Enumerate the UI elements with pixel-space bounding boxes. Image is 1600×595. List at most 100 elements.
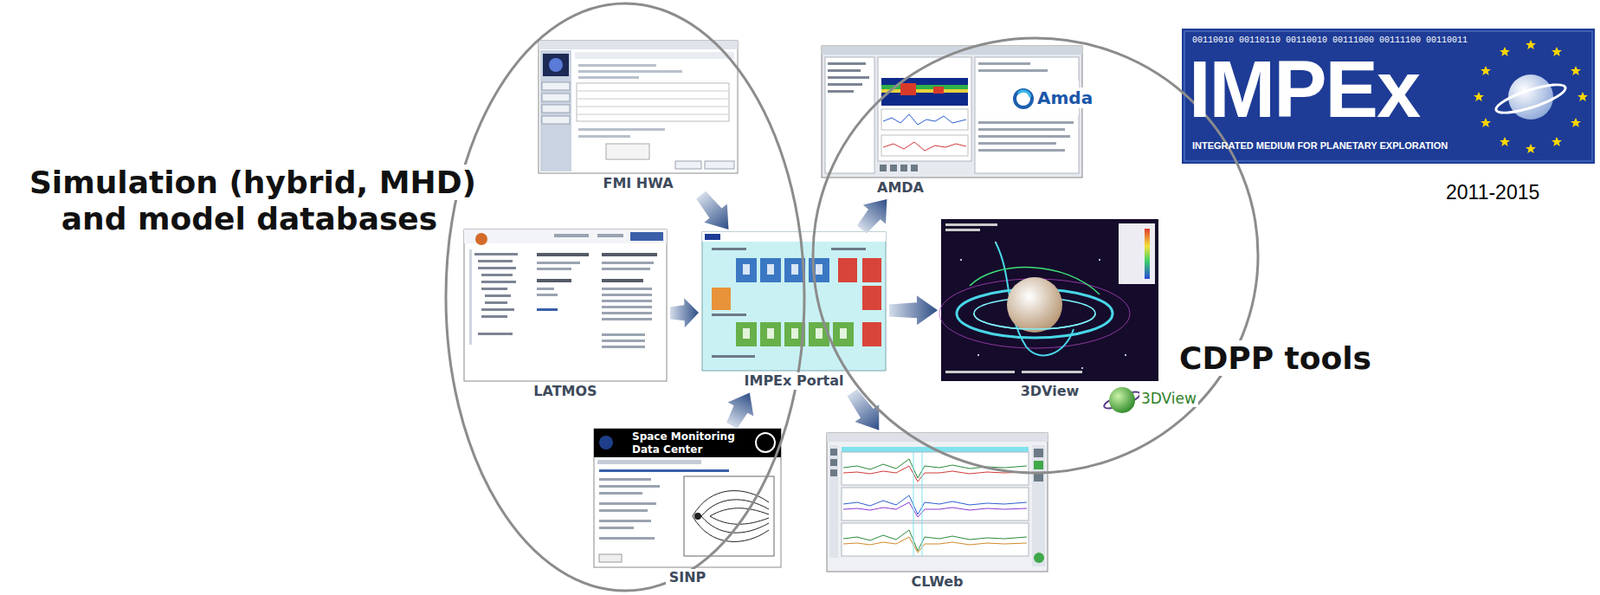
- portal-screenshot: [862, 285, 882, 310]
- fmi-hwa-screenshot: [540, 50, 572, 172]
- sinp-screenshot: [599, 491, 643, 495]
- latmos-screenshot: [601, 339, 646, 342]
- latmos-screenshot: [554, 233, 589, 238]
- portal-node: IMPEx Portal: [702, 232, 886, 390]
- amda-screenshot: [974, 57, 1079, 174]
- screenshot-caption: SINP: [665, 568, 710, 587]
- sinp-screenshot: [709, 508, 769, 517]
- portal-screenshot: [711, 247, 747, 251]
- clweb-screenshot: [830, 469, 838, 477]
- flow-arrow: [857, 199, 887, 233]
- amda-screenshot: [978, 141, 1057, 145]
- group-outline: [444, 1, 807, 593]
- sinp-screenshot: [597, 459, 702, 465]
- impex-logo-art: [1525, 39, 1536, 50]
- amda-screenshot: [933, 86, 944, 94]
- latmos-screenshot: [477, 266, 517, 270]
- 3dview-logo-art: [1109, 387, 1136, 413]
- amda-screenshot: [827, 90, 854, 93]
- portal-screenshot: [791, 264, 799, 275]
- latmos-screenshot: [601, 252, 658, 257]
- latmos-screenshot: [601, 261, 654, 265]
- fmi-hwa-screenshot: [576, 83, 730, 122]
- fmi-hwa-screenshot: [541, 93, 570, 102]
- 3dview-screenshot: [945, 370, 1015, 374]
- amda-screenshot: [900, 164, 908, 172]
- flow-arrow: [889, 295, 938, 325]
- latmos-screenshot: [477, 332, 513, 336]
- latmos-screenshot: [536, 252, 589, 257]
- clweb-screenshot: [913, 451, 915, 556]
- latmos-screenshot: [597, 233, 624, 238]
- 3dview-screenshot: [974, 313, 1096, 330]
- latmos-screenshot: [536, 267, 572, 271]
- impex-logo-art: [1577, 91, 1588, 102]
- fmi-hwa-screenshot: [578, 135, 631, 138]
- screenshot-caption: IMPEx Portal: [741, 372, 848, 390]
- portal-screenshot: [735, 322, 757, 347]
- amda-screenshot: [978, 62, 1031, 65]
- clweb-screenshot: [841, 487, 1029, 521]
- latmos-screenshot: [601, 333, 646, 336]
- clweb-screenshot: [843, 458, 1027, 478]
- sinp-screenshot: [599, 469, 730, 472]
- 3dview-screenshot: [1124, 354, 1127, 356]
- 3dview-screenshot: [1118, 223, 1155, 284]
- portal-screenshot: [862, 258, 882, 283]
- 3dview-screenshot: [995, 242, 1074, 355]
- impex-logo-art: [1570, 117, 1581, 128]
- clweb-screenshot: [829, 445, 839, 558]
- sinp-screenshot: [692, 516, 769, 542]
- latmos-screenshot: [601, 287, 652, 291]
- clweb-screenshot: [1033, 552, 1045, 563]
- latmos-screenshot: [536, 261, 581, 265]
- fmi-hwa-screenshot: [576, 90, 730, 92]
- impex-logo-art: [1499, 46, 1510, 57]
- portal-screenshot: [702, 232, 886, 371]
- portal-screenshot: [702, 232, 886, 242]
- fmi-hwa-screenshot: [578, 64, 657, 67]
- latmos-screenshot: [477, 259, 513, 263]
- impex-logo-art: [1551, 46, 1562, 57]
- impex-logo-art: [1184, 31, 1593, 162]
- latmos-screenshot: [484, 294, 511, 297]
- group-heading: CDPP tools: [1175, 340, 1375, 376]
- impex-logo-art: [1499, 136, 1510, 147]
- portal-screenshot: [735, 258, 757, 283]
- portal-screenshot: [742, 328, 750, 339]
- sinp-screenshot: [593, 428, 781, 568]
- latmos-screenshot: [630, 232, 664, 241]
- fmi-hwa-screenshot: [548, 58, 563, 72]
- group-heading: Simulation (hybrid, MHD) and model datab…: [25, 164, 477, 237]
- 3dview-screenshot: [960, 258, 962, 261]
- latmos-screenshot: [464, 229, 667, 381]
- amda-screenshot: [879, 164, 887, 172]
- fmi-hwa-screenshot: [576, 98, 730, 100]
- amda-screenshot: [883, 141, 967, 151]
- portal-screenshot: [767, 264, 775, 275]
- latmos-screenshot: [481, 315, 508, 318]
- amda-screenshot: [978, 69, 1048, 72]
- impex-logo-art: [1480, 117, 1491, 128]
- amda-screenshot: [910, 164, 918, 172]
- portal-screenshot: [742, 264, 750, 275]
- latmos-screenshot: [536, 278, 572, 283]
- sinp-screenshot: [593, 428, 781, 458]
- clweb-screenshot: [830, 458, 838, 466]
- logo-text: Amda: [1035, 87, 1095, 109]
- fmi-hwa-screenshot: [541, 116, 570, 124]
- fmi-hwa-screenshot: [538, 40, 738, 174]
- impex-logo-art: [1480, 65, 1491, 76]
- latmos-screenshot: [601, 299, 652, 303]
- amda-screenshot: [881, 77, 968, 106]
- amda-screenshot: [883, 114, 967, 125]
- clweb-screenshot: [1033, 460, 1044, 470]
- amda-screenshot: [881, 89, 968, 93]
- fmi-hwa-screenshot: [704, 161, 735, 169]
- portal-screenshot: [832, 322, 854, 347]
- screen-header-text: Space Monitoring: [630, 430, 737, 444]
- flow-arrow: [696, 191, 729, 230]
- screenshot-node: CLWeb: [826, 432, 1048, 591]
- impex-logo-art: [1570, 65, 1581, 76]
- screenshot-caption: AMDA: [873, 179, 928, 197]
